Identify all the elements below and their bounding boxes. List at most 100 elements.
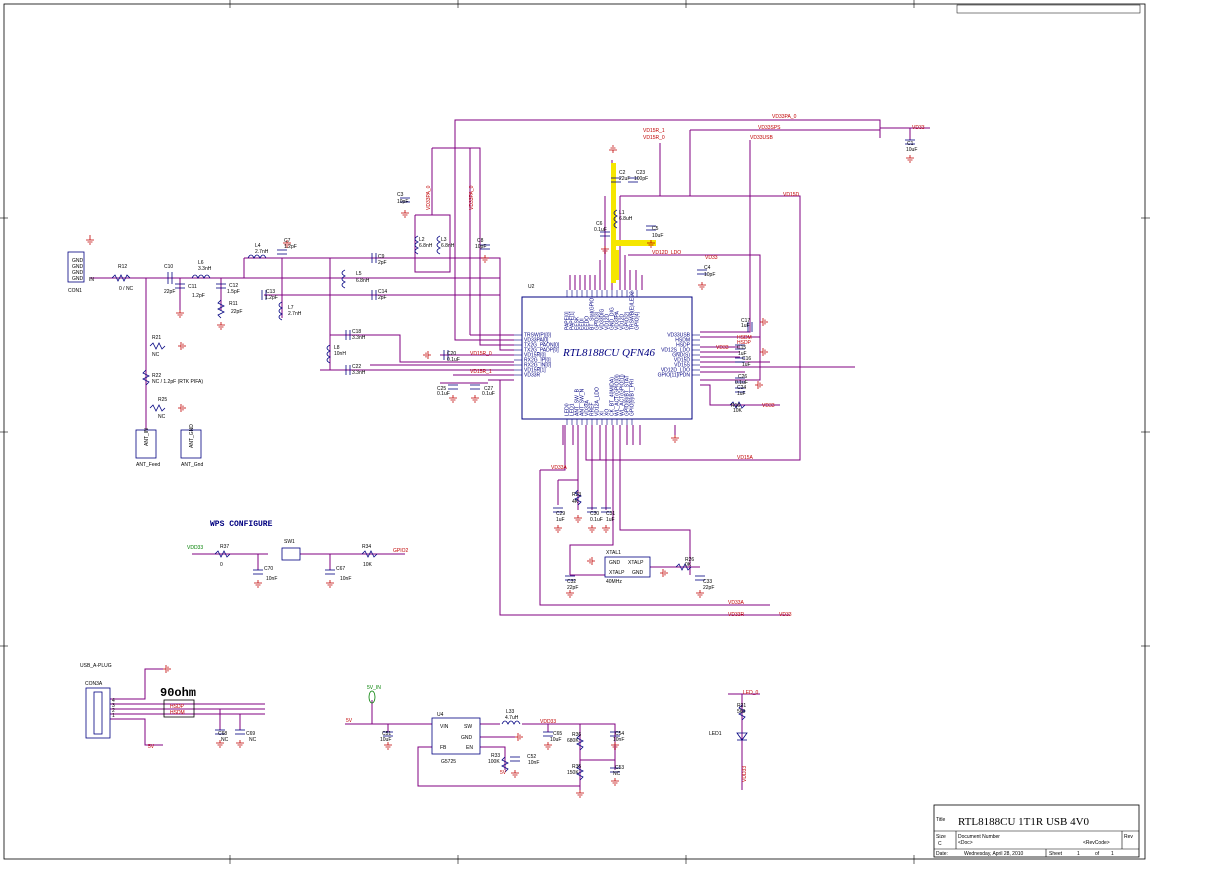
sheet-border (3, 3, 1146, 860)
title-block: Title RTL8188CU 1T1R USB 4V0 Size C Docu… (933, 804, 1140, 858)
top-title-strip (956, 4, 1141, 14)
r22-ref: R22 (152, 373, 161, 379)
net-vd15d: VD15D (783, 192, 800, 198)
l1-val: 6.8uH (619, 216, 633, 222)
net-hsdm: HSDM (737, 335, 752, 341)
usb-hsdm: HSDM (170, 710, 185, 716)
c32-ref: C32 (567, 579, 576, 585)
xtal-ref: XTAL1 (606, 550, 621, 556)
c33-ref: C33 (703, 579, 712, 585)
r23-ref: R23 (572, 492, 581, 498)
u2-top-pin-label: VD12D (620, 313, 626, 330)
ant-gnd-pin: ANT_GND (189, 424, 195, 448)
u2-left-pin-label: TX2G_PAON[0] (524, 343, 560, 349)
sheet-label: Sheet (1049, 851, 1063, 857)
u2-bottom-pin-label: VD12A_LDO (595, 387, 601, 416)
c70-ref: C70 (264, 566, 273, 572)
u2-top-pin-label: VD33DIG (600, 308, 606, 330)
wires (90, 119, 930, 790)
u2-top-pin-label: VD12D (605, 313, 611, 330)
c6-ref: C6 (596, 221, 603, 227)
c53-ref: C53 (615, 765, 624, 771)
con1-pin-2: GND (72, 264, 84, 270)
c7-val: 1.2pF (284, 244, 297, 250)
r36-val: 680K (567, 738, 579, 744)
xtal-pin-4: GND (632, 570, 644, 576)
c70-val: 10nF (266, 576, 277, 582)
c27-val: 0.1uF (482, 391, 495, 397)
net-vd33usb: VD33USB (750, 135, 773, 141)
u2-bottom-pin-label: CK_BT_40M(DA) (610, 377, 616, 416)
net-vd33a-top: VD33A (551, 465, 568, 471)
led-net: VDD33 (742, 766, 748, 782)
c1-ref: C1 (907, 141, 914, 147)
usb-impedance: 90ohm (160, 686, 196, 700)
c65-ref: C65 (553, 731, 562, 737)
l8-ref: L8 (334, 345, 340, 351)
labels: CON1 IN GND GND GND GND R12 0 / NC C10 2… (68, 114, 925, 782)
c51-ref: C51 (382, 731, 391, 737)
u2-top-pin-label: GND_DIG (610, 307, 616, 330)
led-ref: LED1 (709, 731, 722, 737)
c53-val: NC (613, 771, 621, 777)
c68-ref: C68 (218, 731, 227, 737)
xtal-freq: 40MHz (606, 579, 622, 585)
c69-ref: C69 (246, 731, 255, 737)
u2-right-pin-label: VD12D_LDO (661, 368, 690, 374)
docnum-label: Document Number (958, 834, 1000, 840)
c22-val: 3.3nH (352, 370, 366, 376)
c32-val: 22pF (567, 585, 578, 591)
c29-val: 1uF (556, 517, 565, 523)
c9-val: 2pF (378, 260, 387, 266)
u2-bottom-pin-label: RREF (590, 402, 596, 416)
r31-val: 560 (737, 709, 746, 715)
c68-val: NC (221, 737, 229, 743)
u2-top-pin-label: GPIO[4] (635, 311, 641, 330)
u2-right-pins: VD33USBHSDMHSDPVD12S_LDOGND(S)VD15DVD15S… (658, 333, 700, 379)
r34-ref: R34 (362, 544, 371, 550)
c24-ref: C24 (737, 385, 746, 391)
usb-pin-4: 4 (112, 698, 115, 704)
u2-bottom-pin-label: LED1 (570, 403, 576, 416)
u2-left-pin-label: RX2G_IN[0] (524, 363, 552, 369)
ant-gnd-label: ANT_Gnd (181, 462, 203, 468)
docnum-value: <Doc> (958, 840, 973, 846)
c4-ref: C4 (704, 265, 711, 271)
c11-ref: C11 (188, 284, 197, 290)
u2-top-pin-label: TRSWB(E)/LED2 (630, 291, 636, 330)
net-vd33sps: VD33SPS (758, 125, 781, 131)
c8-ref: C8 (477, 238, 484, 244)
net-vd33-chip: VD33 (705, 255, 718, 261)
c1-val: 10uF (906, 147, 917, 153)
u2-left-pin-label: VD33R (524, 373, 541, 379)
u2-right-pin-label: VD15S (674, 363, 691, 369)
r22-val: NC / 1.2pF (RTK PIFA) (152, 379, 203, 385)
c31-ref: C31 (606, 511, 615, 517)
c3-val: 10pF (397, 199, 408, 205)
usb-con: CON3A (85, 681, 103, 687)
r26-ref: R26 (685, 557, 694, 563)
c20-ref: C20 (447, 351, 456, 357)
r37-ref: R37 (220, 544, 229, 550)
net-vd33a-bottom: VD33A (728, 600, 745, 606)
r33-val: 100K (488, 759, 500, 765)
c2-ref: C2 (619, 170, 626, 176)
c69-val: NC (249, 737, 257, 743)
c26-ref: C26 (738, 374, 747, 380)
u2-right-pin-label: GND(S) (672, 353, 690, 359)
u4-pin-gnd: GND (461, 735, 473, 741)
u2-right-pin-label: VD15D (674, 358, 691, 364)
c3-ref: C3 (397, 192, 404, 198)
sheet-value: 1 (1077, 851, 1080, 857)
c67-val: 10nF (340, 576, 351, 582)
c5-ref: C5 (652, 226, 659, 232)
r37-val: 0 (220, 562, 223, 568)
l33-ref: L33 (506, 709, 515, 715)
highlight (611, 163, 656, 283)
l33-val: 4.7uH (505, 715, 519, 721)
c65-val: 10uF (550, 737, 561, 743)
u4-ref: U4 (437, 712, 444, 718)
u2-right-pin-label: VD12S_LDO (661, 348, 690, 354)
